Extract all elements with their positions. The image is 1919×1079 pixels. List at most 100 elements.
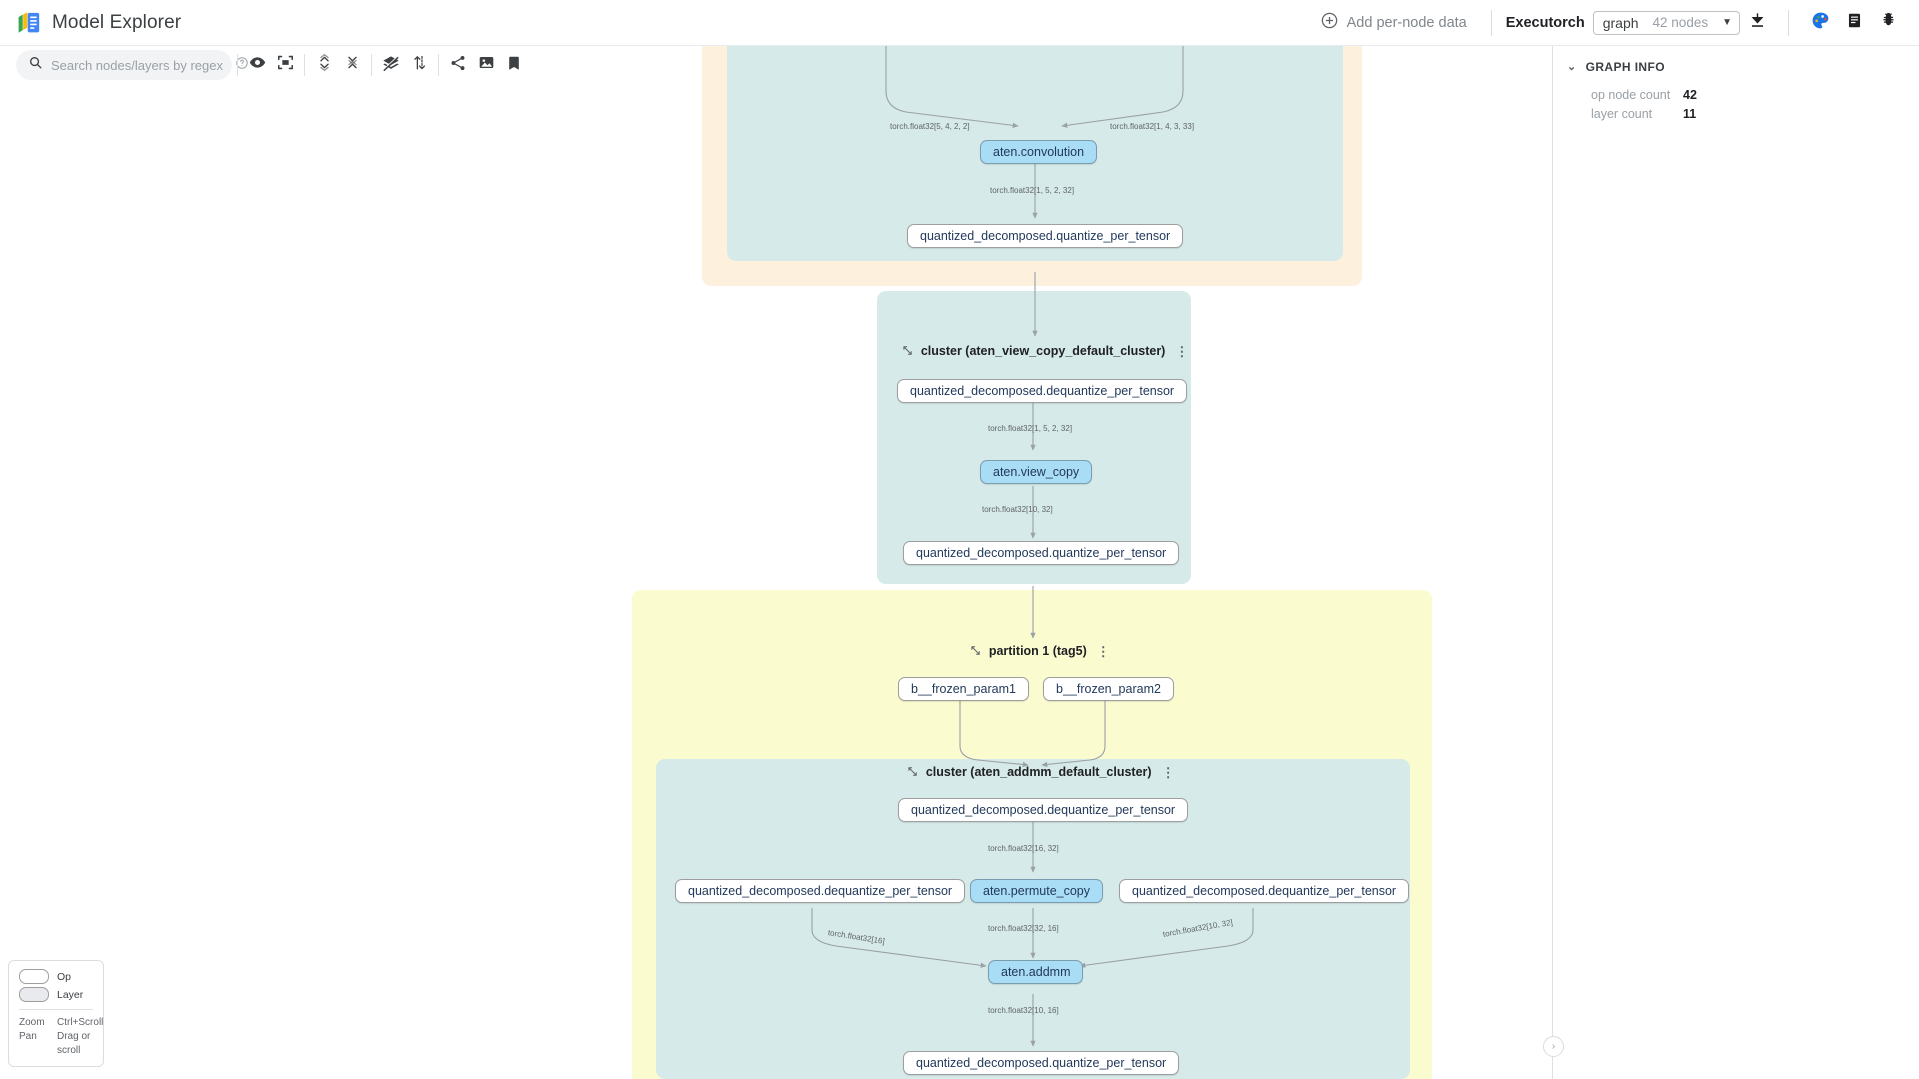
app-header: Model Explorer Add per-node data Executo…: [0, 0, 1919, 46]
graph-info-section-toggle[interactable]: ⌄ GRAPH INFO: [1553, 60, 1919, 74]
download-graph-button[interactable]: [1740, 6, 1774, 40]
graph-info-row: op node count 42: [1591, 86, 1919, 105]
graph-node-quantize-per-tensor-2[interactable]: quantized_decomposed.quantize_per_tensor: [903, 541, 1180, 565]
graph-node-aten-addmm[interactable]: aten.addmm: [988, 960, 1084, 984]
graph-node-aten-view-copy[interactable]: aten.view_copy: [980, 460, 1093, 484]
graph-info-value: 42: [1683, 88, 1697, 102]
legend-pan-hint: Pan Drag or scroll: [19, 1030, 93, 1058]
toolbar-divider-3: [371, 54, 372, 76]
layers-off-icon: [381, 53, 401, 78]
collapse-all-layers-button[interactable]: [338, 51, 366, 79]
graph-info-row: layer count 11: [1591, 105, 1919, 124]
partition1-header: ⤡ partition 1 (tag5) ⋮: [971, 644, 1110, 658]
graph-selector-node-count: 42 nodes: [1652, 15, 1709, 30]
hide-layers-button[interactable]: [377, 51, 405, 79]
graph-node-b-frozen-param2[interactable]: b__frozen_param2: [1043, 677, 1174, 701]
collapse-toggle-icon[interactable]: ⤡: [908, 765, 917, 778]
bug-icon: [1879, 11, 1898, 35]
edge-label: torch.float32[10, 32]: [982, 505, 1053, 514]
more-options-icon[interactable]: ⋮: [1161, 764, 1175, 780]
palette-icon: [1810, 10, 1831, 36]
node-label: quantized_decomposed.quantize_per_tensor: [920, 229, 1171, 243]
cluster-addmm-label: cluster (aten_addmm_default_cluster): [925, 765, 1152, 779]
graph-selector[interactable]: graph 42 nodes ▼: [1592, 10, 1740, 35]
search-icon: [28, 55, 43, 75]
eye-icon: [248, 53, 267, 77]
chevron-right-icon: ›: [1551, 1041, 1556, 1052]
help-circle-icon[interactable]: [235, 56, 249, 75]
graph-info-value: 11: [1683, 107, 1697, 121]
node-label: aten.view_copy: [993, 465, 1080, 479]
download-image-button[interactable]: [472, 51, 500, 79]
partition1-label: partition 1 (tag5): [988, 644, 1087, 658]
share-graph-button[interactable]: [444, 51, 472, 79]
node-label: quantized_decomposed.dequantize_per_tens…: [910, 384, 1175, 398]
node-label: quantized_decomposed.dequantize_per_tens…: [1132, 884, 1397, 898]
graph-canvas[interactable]: ⤡ cluster (aten_view_copy_default_cluste…: [0, 46, 1552, 1079]
graph-node-dequantize-per-tensor-4[interactable]: quantized_decomposed.dequantize_per_tens…: [1119, 879, 1410, 903]
legend-pan-value: Drag or scroll: [57, 1031, 91, 1056]
legend-op-label: Op: [57, 970, 72, 983]
graph-node-aten-permute-copy[interactable]: aten.permute_copy: [970, 879, 1104, 903]
collapse-toggle-icon[interactable]: ⤡: [971, 644, 980, 657]
edge-label: torch.float32[1, 4, 3, 33]: [1110, 122, 1195, 131]
legend-pan-key: Pan: [19, 1031, 37, 1042]
search-box[interactable]: [16, 50, 248, 80]
toolbar-divider-2: [304, 54, 305, 76]
notes-panel-button[interactable]: [1837, 6, 1871, 40]
share-icon: [449, 54, 467, 77]
add-per-node-data-button[interactable]: Add per-node data: [1310, 7, 1477, 38]
model-name-label: Executorch: [1505, 14, 1585, 31]
graph-node-dequantize-per-tensor-1[interactable]: quantized_decomposed.dequantize_per_tens…: [897, 379, 1188, 403]
node-label: aten.convolution: [993, 145, 1085, 159]
legend-row-layer: Layer: [19, 987, 93, 1002]
add-per-node-data-label: Add per-node data: [1346, 14, 1467, 31]
node-label: quantized_decomposed.quantize_per_tensor: [916, 1056, 1167, 1070]
toggle-visibility-button[interactable]: [243, 51, 271, 79]
fit-to-screen-button[interactable]: [271, 51, 299, 79]
cluster-view-copy-label: cluster (aten_view_copy_default_cluster): [920, 344, 1166, 358]
header-divider-1: [1490, 9, 1492, 36]
bookmark-button[interactable]: [500, 51, 528, 79]
legend-row-op: Op: [19, 969, 93, 984]
color-theme-button[interactable]: [1803, 6, 1837, 40]
node-label: quantized_decomposed.quantize_per_tensor: [916, 546, 1167, 560]
debug-button[interactable]: [1871, 6, 1905, 40]
expand-layers-icon: [316, 53, 333, 77]
legend-zoom-hint: Zoom Ctrl+Scroll: [19, 1016, 103, 1030]
flip-direction-button[interactable]: [405, 51, 433, 79]
edge-label: torch.float32[32, 16]: [988, 924, 1059, 933]
graph-info-key: op node count: [1591, 88, 1671, 102]
edge-label: torch.float32[5, 4, 2, 2]: [890, 122, 970, 131]
more-options-icon[interactable]: ⋮: [1096, 643, 1110, 659]
node-label: aten.addmm: [1001, 965, 1071, 979]
more-options-icon[interactable]: ⋮: [1175, 343, 1189, 359]
graph-node-dequantize-per-tensor-3[interactable]: quantized_decomposed.dequantize_per_tens…: [675, 879, 966, 903]
node-label: b__frozen_param2: [1056, 682, 1161, 696]
graph-node-quantize-per-tensor-1[interactable]: quantized_decomposed.quantize_per_tensor: [907, 224, 1184, 248]
toolbar-divider-1: [237, 54, 238, 76]
cluster-view-copy-header: ⤡ cluster (aten_view_copy_default_cluste…: [903, 344, 1188, 358]
header-actions: Add per-node data Executorch graph 42 no…: [1310, 6, 1919, 40]
graph-info-key: layer count: [1591, 107, 1653, 121]
panel-collapse-handle[interactable]: ›: [1543, 1036, 1564, 1057]
expand-all-layers-button[interactable]: [310, 51, 338, 79]
legend-zoom-key: Zoom: [19, 1017, 45, 1028]
graph-node-b-frozen-param1[interactable]: b__frozen_param1: [898, 677, 1029, 701]
node-label: b__frozen_param1: [911, 682, 1016, 696]
app-title: Model Explorer: [52, 11, 182, 33]
collapse-toggle-icon[interactable]: ⤡: [903, 344, 912, 357]
graph-node-quantize-per-tensor-3[interactable]: quantized_decomposed.quantize_per_tensor: [903, 1051, 1180, 1075]
graph-info-title: GRAPH INFO: [1585, 60, 1665, 74]
plus-circle-icon: [1320, 11, 1339, 34]
layer-swatch-icon: [19, 987, 49, 1002]
graph-toolbar: [0, 46, 600, 84]
arrows-updown-icon: [411, 53, 428, 77]
header-divider-2: [1788, 9, 1789, 36]
graph-node-aten-convolution[interactable]: aten.convolution: [980, 140, 1098, 164]
search-input[interactable]: [51, 57, 227, 73]
edge-label: torch.float32[10, 16]: [988, 1006, 1059, 1015]
collapse-layers-icon: [344, 53, 361, 77]
cluster-addmm-header: ⤡ cluster (aten_addmm_default_cluster) ⋮: [908, 765, 1175, 779]
graph-node-dequantize-per-tensor-2[interactable]: quantized_decomposed.dequantize_per_tens…: [898, 798, 1189, 822]
